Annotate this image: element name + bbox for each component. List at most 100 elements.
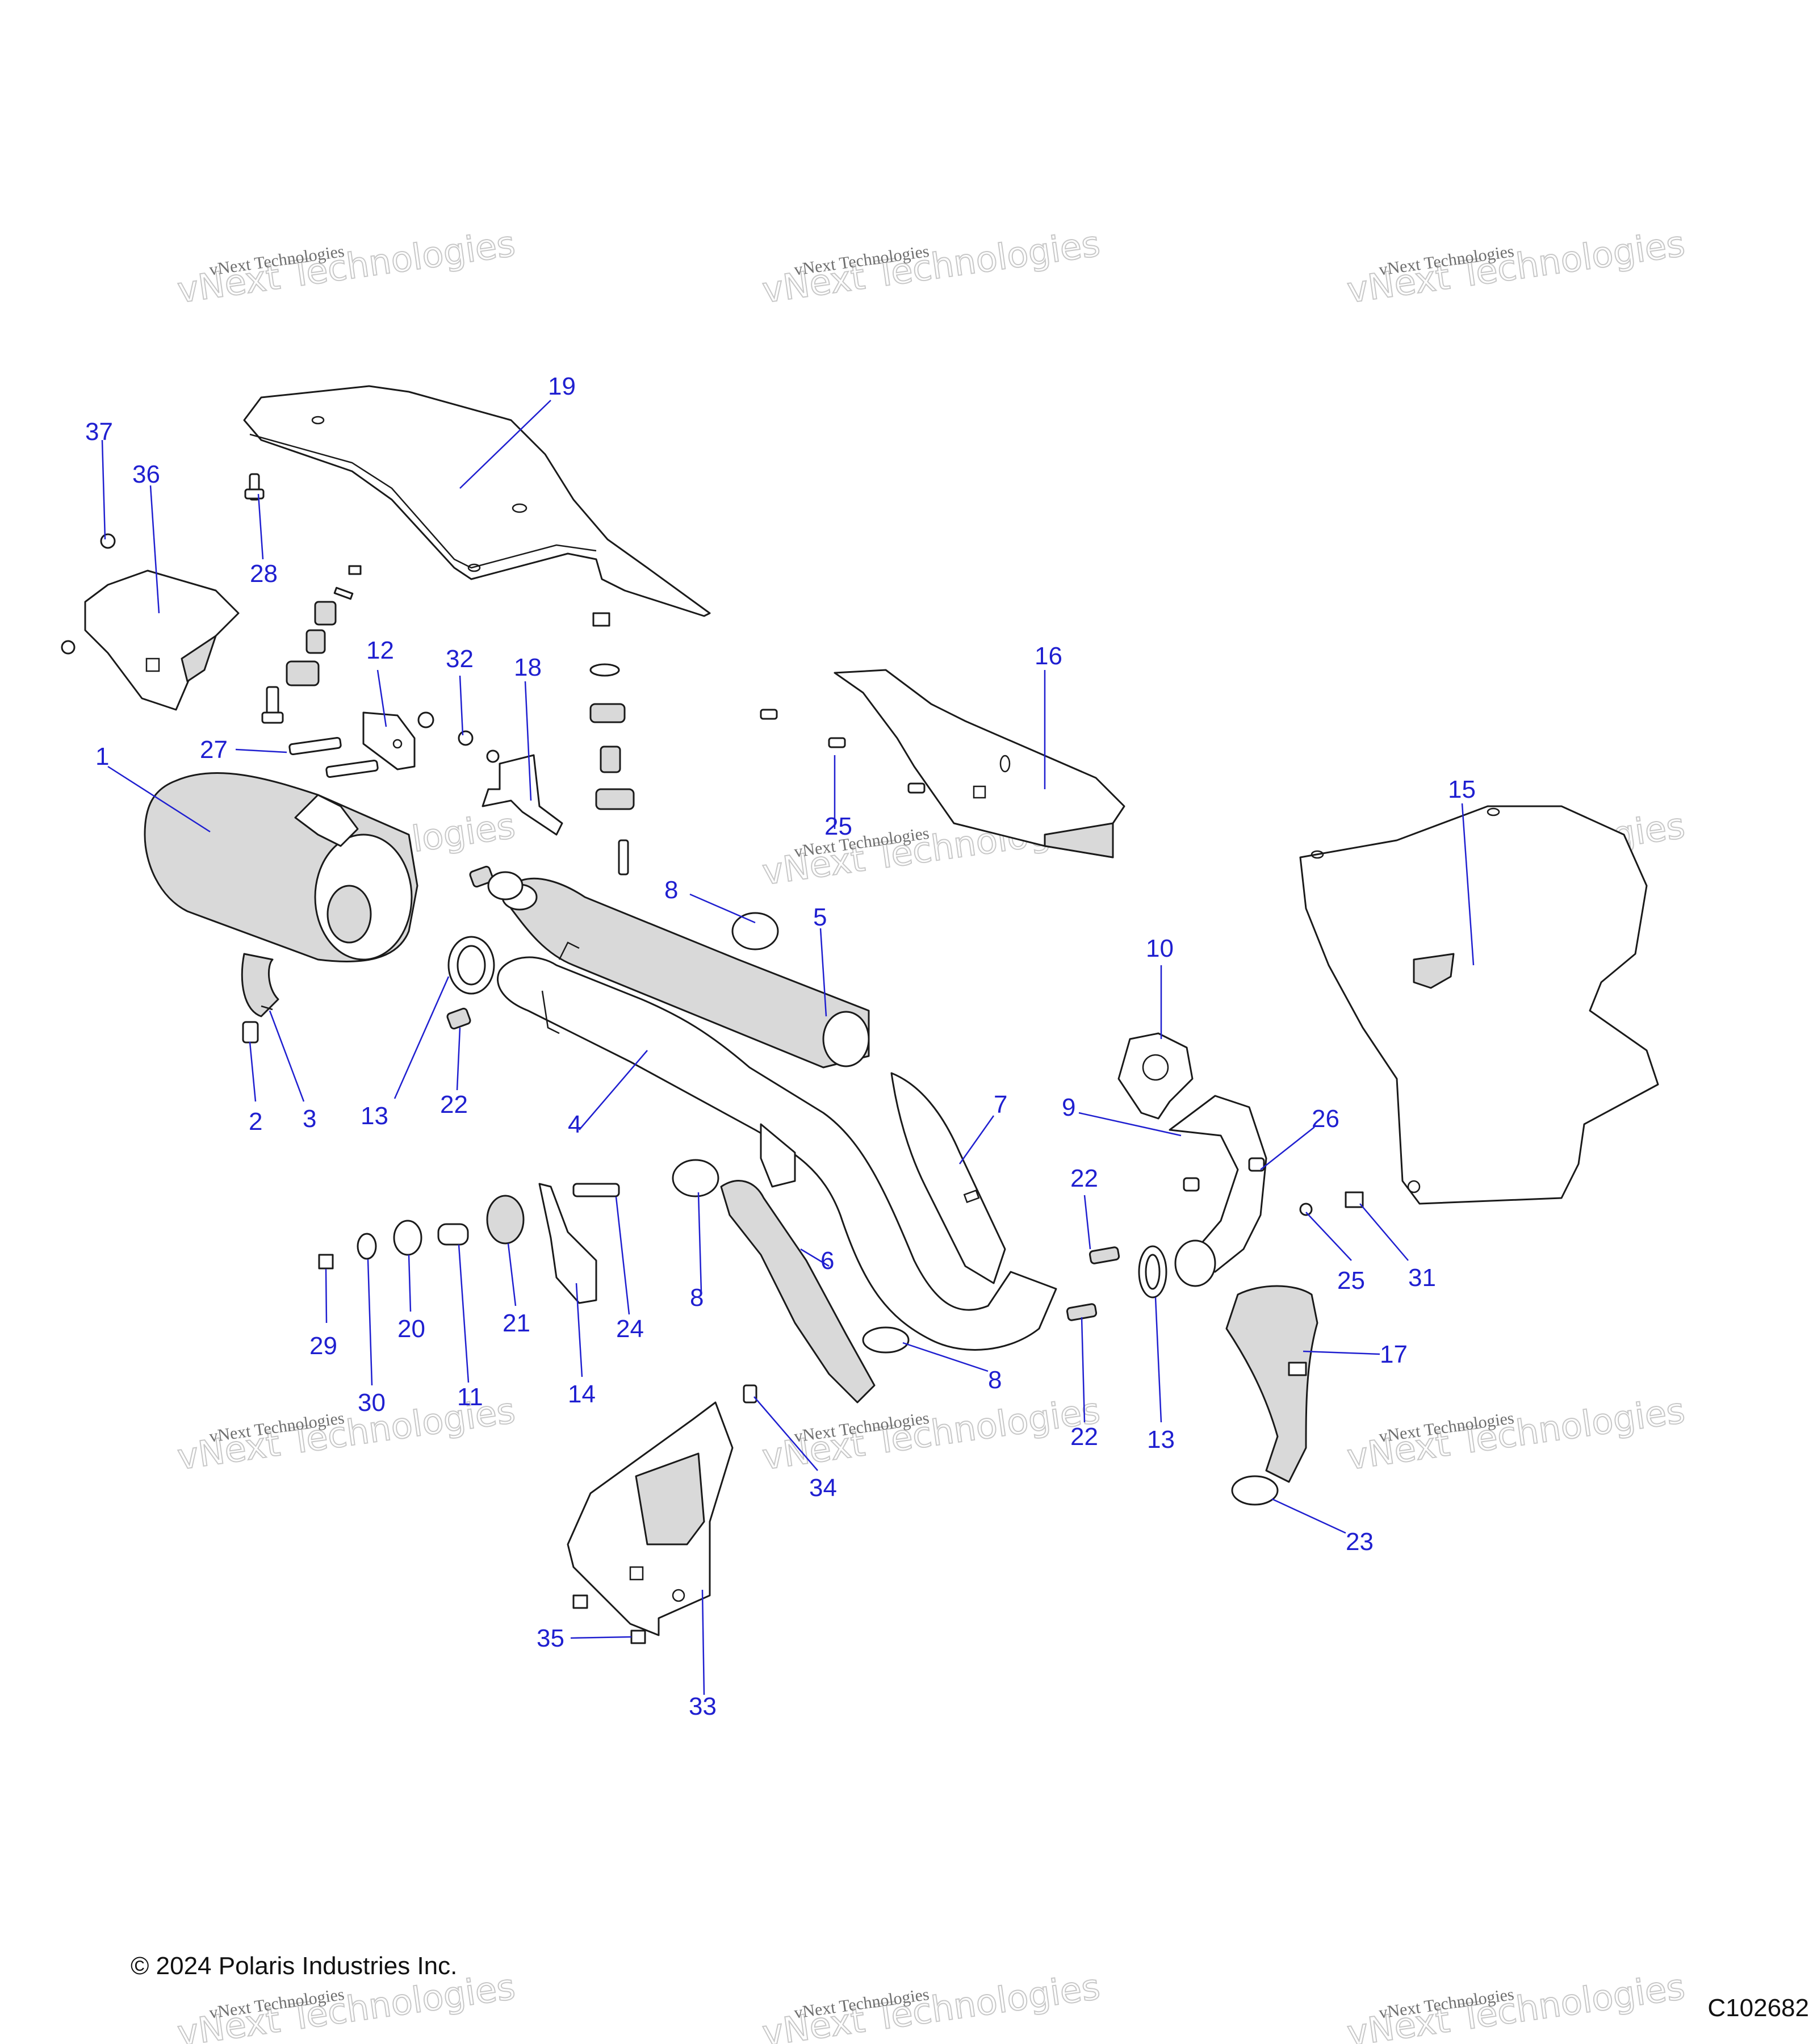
heat-shield-lower-shade: [635, 1452, 705, 1545]
rubber-grommet: [486, 1195, 525, 1245]
leader-line: [101, 439, 106, 540]
leader-line: [697, 1192, 702, 1292]
nut: [572, 1594, 588, 1609]
nut: [592, 612, 610, 627]
callout-18: 18: [514, 654, 542, 681]
sleeve: [600, 745, 621, 773]
watermark: vNext Technologies vNext Technologies: [174, 222, 518, 312]
leader-line: [459, 675, 464, 736]
leader-line: [458, 1244, 470, 1383]
lower-bracket: [538, 1183, 597, 1304]
callout-16: 16: [1035, 642, 1062, 670]
leader-line: [524, 681, 532, 801]
callout-35: 35: [537, 1624, 564, 1652]
leader-line: [507, 1243, 517, 1306]
callout-8: 8: [690, 1284, 704, 1312]
leader-line: [753, 1396, 818, 1471]
callout-20: 20: [397, 1315, 425, 1343]
washer: [357, 1233, 377, 1260]
watermark: vNext Technologies vNext Technologies: [759, 1965, 1103, 2044]
leader-line: [615, 1196, 630, 1315]
heat-shield-upper-hole: [512, 503, 527, 513]
bolt: [618, 839, 629, 876]
callout-37: 37: [85, 418, 113, 446]
leader-line: [1271, 1498, 1346, 1534]
leader-line: [1081, 1317, 1086, 1423]
nut: [630, 1630, 646, 1644]
clamp: [862, 1326, 910, 1354]
callout-11: 11: [457, 1383, 483, 1411]
leader-line: [456, 1027, 461, 1091]
nut: [486, 749, 500, 763]
bracket-hole: [392, 739, 403, 749]
leader-line: [579, 1050, 648, 1130]
leader-line: [570, 1636, 632, 1639]
figure-id: C102682: [1707, 1994, 1809, 2022]
leader-line: [257, 493, 264, 560]
leader-line: [701, 1589, 705, 1695]
washer: [333, 587, 354, 600]
bolt: [288, 736, 342, 756]
callout-22: 22: [440, 1091, 468, 1119]
leader-line: [367, 1259, 373, 1386]
muffler-outlet: [326, 885, 372, 944]
header-shield-tab: [1288, 1362, 1307, 1376]
washer: [589, 663, 620, 677]
watermark: vNext Technologies vNext Technologies: [759, 1389, 1103, 1478]
heat-shield-large-shade: [1413, 953, 1455, 989]
spring: [1088, 1246, 1120, 1264]
callout-34: 34: [809, 1474, 837, 1502]
leader-line: [149, 485, 160, 614]
rubber-mount: [589, 703, 626, 723]
callout-28: 28: [250, 560, 278, 588]
spacer: [437, 1223, 469, 1246]
bolt: [907, 782, 926, 794]
leader-line: [1083, 1195, 1091, 1250]
leader-line: [393, 976, 450, 1099]
callout-19: 19: [548, 372, 576, 400]
leader-line: [1154, 1297, 1162, 1423]
heat-shield-large: [1299, 805, 1659, 1205]
mount-bracket-l: [482, 754, 563, 836]
heat-shield-small: [84, 569, 240, 711]
leader-line: [800, 1248, 830, 1267]
leader-line: [1359, 1203, 1409, 1261]
clamp: [731, 912, 779, 950]
callout-24: 24: [616, 1315, 644, 1343]
heat-shield-upper-hole: [311, 416, 325, 425]
flange-gasket-hole: [1142, 1054, 1169, 1081]
bolt-head: [244, 488, 265, 500]
callout-36: 36: [132, 460, 160, 488]
rubber-mount: [595, 788, 635, 810]
callout-27: 27: [200, 736, 228, 764]
callout-25: 25: [824, 812, 852, 840]
leader-line: [235, 748, 287, 753]
header-pipe-outlet: [1174, 1239, 1216, 1287]
callout-29: 29: [309, 1332, 337, 1360]
callout-33: 33: [689, 1693, 717, 1720]
callout-26: 26: [1312, 1105, 1339, 1133]
heat-shield-upper-hole: [467, 563, 481, 572]
callout-13: 13: [1147, 1426, 1175, 1454]
leader-line: [1303, 1350, 1380, 1355]
callout-6: 6: [820, 1247, 834, 1275]
leader-line: [1305, 1212, 1352, 1261]
muffler-bracket: [294, 794, 359, 847]
leader-line: [408, 1254, 412, 1312]
bolt: [743, 1384, 757, 1404]
callout-32: 32: [446, 645, 474, 673]
callout-7: 7: [994, 1091, 1007, 1119]
bolt: [828, 737, 846, 748]
bolt: [572, 1183, 620, 1197]
leader-line: [819, 928, 827, 1017]
callout-25: 25: [1337, 1267, 1365, 1295]
callout-23: 23: [1346, 1528, 1374, 1556]
watermark: vNext Technologies vNext Technologies: [1344, 1965, 1688, 2044]
copyright-notice: © 2024 Polaris Industries Inc.: [131, 1952, 458, 1980]
callout-31: 31: [1408, 1264, 1436, 1292]
exhaust-pipe-middle: [720, 1180, 876, 1404]
clamp: [1231, 1475, 1279, 1506]
leader-line: [1461, 803, 1475, 966]
pipe-shield-tab: [963, 1189, 980, 1203]
